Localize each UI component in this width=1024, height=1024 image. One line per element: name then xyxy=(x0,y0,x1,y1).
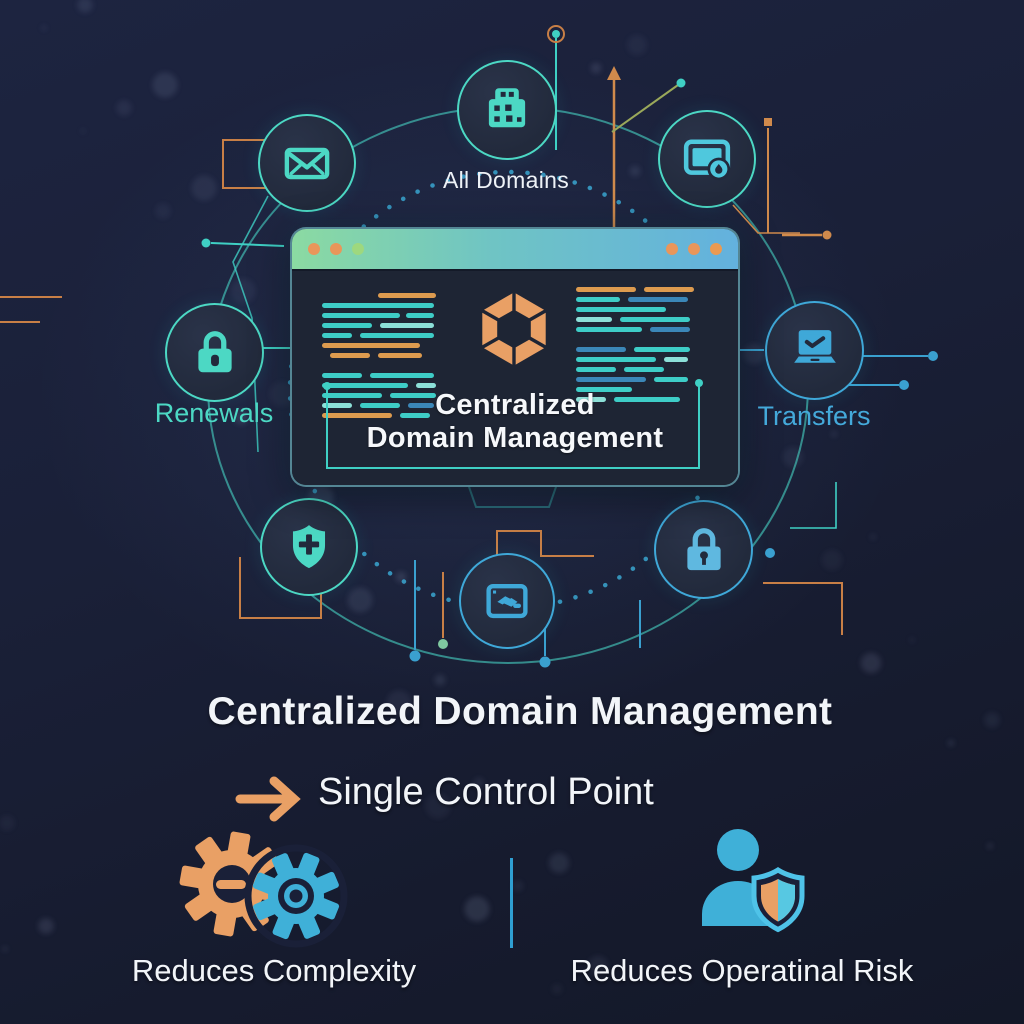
benefit-label-risk: Reduces Operatinal Risk xyxy=(570,953,914,988)
node-email xyxy=(258,114,356,212)
node-transfers xyxy=(765,301,864,400)
node-protection xyxy=(260,498,358,596)
window-dot xyxy=(330,243,342,255)
summary-heading: Centralized Domain Management xyxy=(207,690,833,733)
window-bracket xyxy=(323,379,703,469)
window-dot xyxy=(352,243,364,255)
browser-window-body: Centralized Domain Management xyxy=(292,271,738,485)
node-monitoring xyxy=(658,110,756,208)
control-point-text: Single Control Point xyxy=(318,771,654,813)
window-dot xyxy=(666,243,678,255)
handshake-icon xyxy=(486,583,528,619)
label-transfers: Transfers xyxy=(757,401,871,431)
window-dots-right xyxy=(666,243,722,255)
laptop-check-icon xyxy=(793,329,836,363)
window-dots-left xyxy=(308,243,364,255)
briefcase-icon xyxy=(488,88,526,128)
shield-plus-icon xyxy=(292,525,326,569)
node-all-domains xyxy=(457,60,557,160)
node-renewals xyxy=(165,303,264,402)
lock-icon xyxy=(686,527,721,570)
user-shield-icon xyxy=(702,829,805,933)
window-dot xyxy=(688,243,700,255)
vertical-divider xyxy=(510,858,513,948)
gears-icon xyxy=(179,831,348,948)
label-renewals: Renewals xyxy=(154,398,274,428)
monitor-lock-icon xyxy=(683,139,731,181)
window-dot xyxy=(710,243,722,255)
envelope-icon xyxy=(284,147,330,180)
window-dot xyxy=(308,243,320,255)
benefit-label-complexity: Reduces Complexity xyxy=(131,953,417,988)
node-agreements xyxy=(459,553,555,649)
browser-window: Centralized Domain Management xyxy=(290,227,740,487)
right-arrow-icon xyxy=(235,776,301,822)
padlock-icon xyxy=(197,330,232,372)
label-all-domains: All Domains xyxy=(442,167,570,193)
browser-window-titlebar xyxy=(292,229,738,271)
node-security xyxy=(654,500,753,599)
